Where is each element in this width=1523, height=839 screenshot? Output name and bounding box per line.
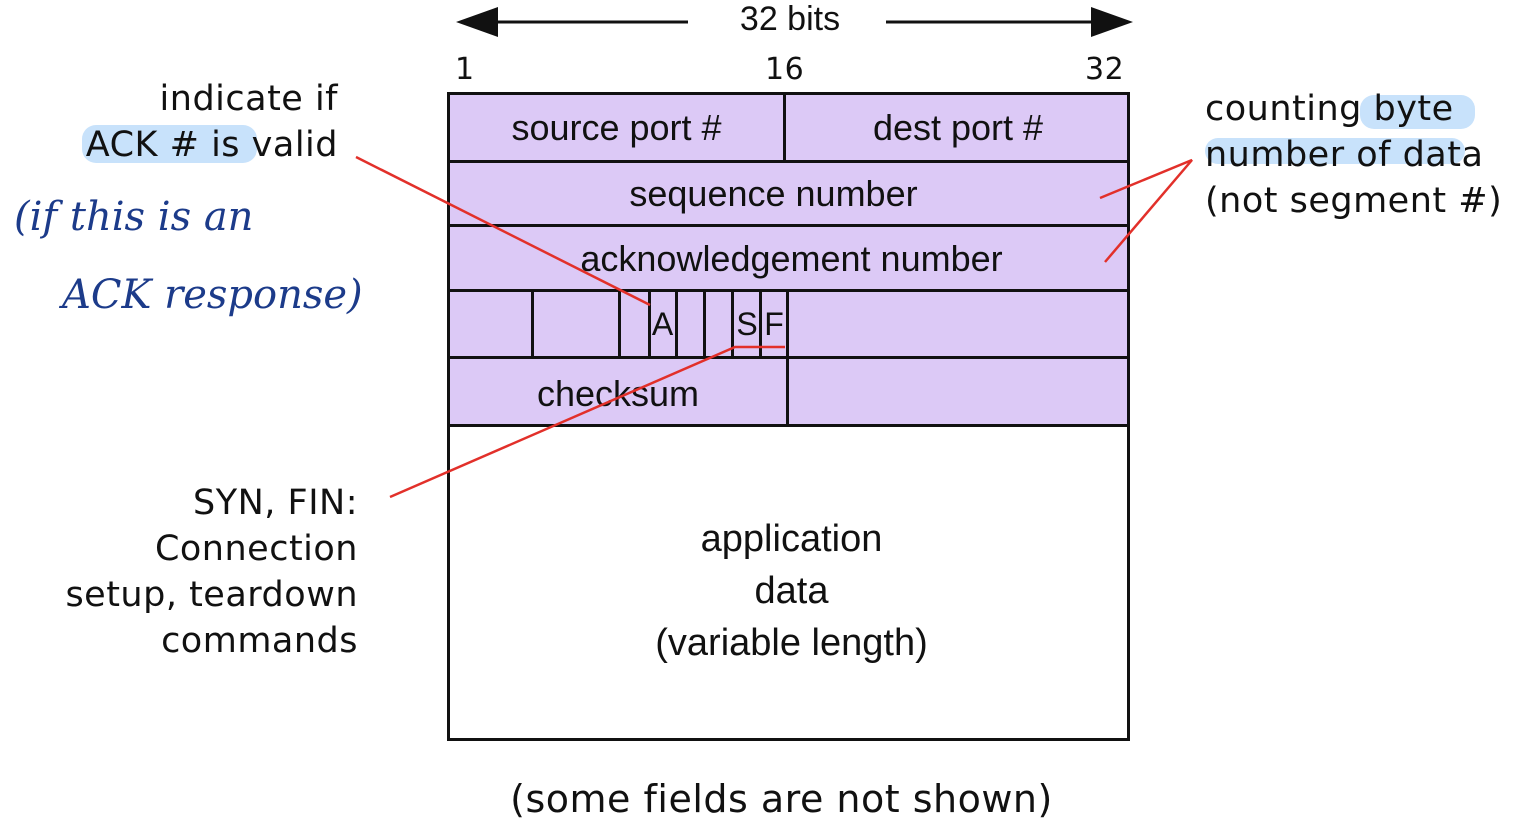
highlight-number-of-data bbox=[1205, 138, 1465, 164]
footer-note: (some fields are not shown) bbox=[510, 777, 1053, 821]
note-line: SYN, FIN: bbox=[193, 483, 358, 523]
handwritten-line: ACK response) bbox=[58, 272, 363, 318]
ports-divider bbox=[783, 95, 786, 160]
sequence-number-field: sequence number bbox=[629, 173, 918, 214]
flag-ack: A bbox=[651, 306, 674, 342]
app-data-line: application bbox=[700, 518, 883, 560]
row-ack: acknowledgement number bbox=[450, 227, 1127, 292]
bit-start-label: 1 bbox=[455, 52, 475, 87]
note-line: counting byte bbox=[1205, 89, 1454, 129]
flags-divider bbox=[648, 292, 651, 356]
dest-port-field: dest port # bbox=[872, 107, 1044, 148]
checksum-field: checksum bbox=[536, 373, 700, 414]
row-sequence: sequence number bbox=[450, 163, 1127, 227]
highlight-byte bbox=[1360, 95, 1475, 129]
flags-divider bbox=[703, 292, 706, 356]
note-line: commands bbox=[161, 621, 358, 661]
highlight-ack bbox=[82, 125, 257, 163]
flags-divider bbox=[531, 292, 534, 356]
flag-fin: F bbox=[764, 306, 784, 342]
flags-divider bbox=[759, 292, 762, 356]
flags-divider bbox=[618, 292, 621, 356]
checksum-divider bbox=[786, 359, 789, 424]
application-data: application data (variable length) bbox=[450, 513, 1133, 669]
syn-fin-note: SYN, FIN: Connection setup, teardown com… bbox=[65, 480, 358, 664]
row-ports: source port # dest port # bbox=[450, 95, 1127, 163]
row-checksum: checksum bbox=[450, 359, 1127, 427]
note-line: Connection bbox=[154, 529, 358, 569]
tcp-segment: source port # dest port # sequence numbe… bbox=[447, 92, 1130, 741]
ack-valid-note: indicate if ACK # is valid bbox=[86, 76, 338, 168]
source-port-field: source port # bbox=[511, 107, 722, 148]
counting-note: counting byte number of data (not segmen… bbox=[1205, 86, 1502, 224]
bit-end-label: 32 bbox=[1085, 52, 1125, 87]
app-data-line: data bbox=[754, 570, 829, 612]
bits-width-label: 32 bits bbox=[739, 0, 841, 38]
note-line: (not segment #) bbox=[1205, 181, 1503, 221]
flag-syn: S bbox=[736, 306, 758, 342]
ack-number-field: acknowledgement number bbox=[580, 238, 1003, 279]
flags-divider bbox=[731, 292, 734, 356]
note-line: indicate if bbox=[159, 79, 338, 119]
row-flags: A S F bbox=[450, 292, 1127, 359]
note-line: setup, teardown bbox=[65, 575, 358, 615]
flags-divider bbox=[786, 292, 789, 356]
bit-mid-label: 16 bbox=[765, 52, 805, 87]
note-line: ACK # is valid bbox=[85, 125, 338, 165]
handwritten-line: (if this is an bbox=[14, 194, 253, 240]
handwritten-note: (if this is an ACK response) bbox=[14, 194, 363, 318]
app-data-line: (variable length) bbox=[655, 622, 928, 664]
note-line: number of data bbox=[1205, 135, 1484, 175]
flags-divider bbox=[675, 292, 678, 356]
